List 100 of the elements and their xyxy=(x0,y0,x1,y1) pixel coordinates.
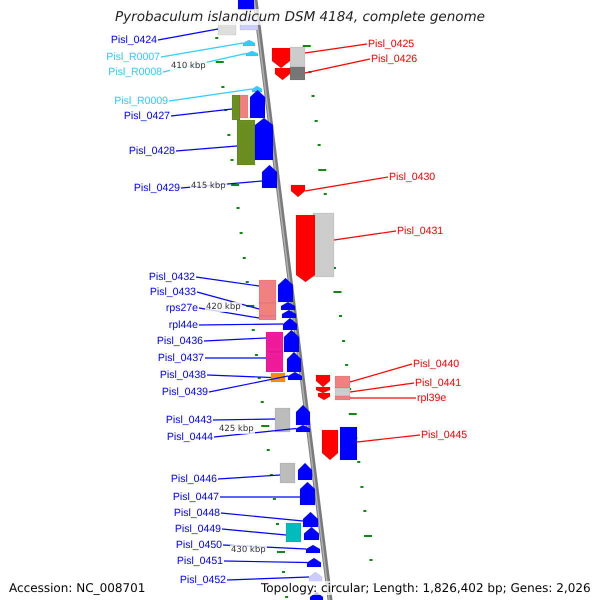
gene-symbol xyxy=(334,388,350,396)
gene-symbol xyxy=(286,522,302,542)
gene-label: Pisl_0437 xyxy=(158,352,204,364)
scale-label: 410 kbp xyxy=(170,61,207,71)
gene-symbol xyxy=(266,332,284,352)
gene-label: rps27e xyxy=(166,302,198,314)
gene-symbol xyxy=(300,482,316,506)
gene-label: Pisl_R0007 xyxy=(106,51,160,63)
gene-symbol xyxy=(258,302,276,316)
leader-line xyxy=(206,374,272,378)
gene-symbol xyxy=(316,386,330,394)
gene-symbol xyxy=(318,392,330,400)
gene-symbol xyxy=(246,50,258,56)
gene-symbol xyxy=(236,120,256,166)
leader-line xyxy=(350,397,416,399)
leader-line xyxy=(350,382,414,393)
leader-line xyxy=(356,434,420,443)
leader-line xyxy=(199,323,283,326)
gene-symbol xyxy=(316,374,330,388)
gene-symbol xyxy=(254,118,274,160)
leader-line xyxy=(304,176,388,192)
gene-label: Pisl_0425 xyxy=(368,38,414,50)
gene-symbol xyxy=(290,46,306,68)
gene-symbol xyxy=(298,462,312,480)
gene-label: Pisl_0447 xyxy=(172,491,219,503)
gene-label: Pisl_0448 xyxy=(174,507,220,519)
gene-label: Pisl_0428 xyxy=(128,145,175,157)
gene-symbol xyxy=(266,352,284,372)
leader-line xyxy=(304,43,368,54)
gene-symbol xyxy=(280,462,296,484)
leader-line xyxy=(222,528,286,536)
gene-symbol xyxy=(262,164,278,188)
gene-symbol xyxy=(282,318,298,330)
gene-label: Pisl_0451 xyxy=(176,555,223,567)
genome-info: Accession: NC_008701 xyxy=(9,581,146,595)
gene-symbol xyxy=(306,558,322,568)
gene-symbol xyxy=(290,184,306,198)
gene-symbol xyxy=(304,526,320,540)
gene-symbol xyxy=(322,430,338,460)
gene-label: Pisl_R0008 xyxy=(108,66,162,78)
gene-label: Pisl_0427 xyxy=(124,110,170,122)
leader-line xyxy=(196,291,260,310)
gene-label: Pisl_R0009 xyxy=(114,95,168,107)
gene-label: Pisl_0449 xyxy=(174,523,221,535)
genome-info: Topology: circular; Length: 1,826,402 bp; Genes: 2,026 xyxy=(261,581,591,595)
leader-line xyxy=(224,560,308,564)
gene-symbol xyxy=(274,68,290,80)
gene-label: Pisl_0436 xyxy=(156,335,203,347)
gene-label: rpl39e xyxy=(417,392,446,404)
gene-symbol xyxy=(306,544,320,554)
gene-label: Pisl_0429 xyxy=(134,182,180,194)
gene-label: Pisl_0431 xyxy=(397,225,444,237)
leader-line xyxy=(160,42,244,58)
gene-label: Pisl_0432 xyxy=(148,271,195,283)
gene-label: Pisl_0443 xyxy=(166,414,212,426)
gene-symbol xyxy=(232,94,240,120)
gene-label: Pisl_0452 xyxy=(180,574,226,586)
gene-symbol xyxy=(296,214,316,282)
leader-line xyxy=(168,88,252,102)
gene-symbol xyxy=(290,66,306,80)
leader-line xyxy=(214,428,296,438)
leader-line xyxy=(212,418,276,421)
gene-label: Pisl_0439 xyxy=(162,386,208,398)
gene-label: Pisl_0433 xyxy=(150,286,196,298)
gene-symbol xyxy=(282,310,296,318)
scale-label: 425 kbp xyxy=(218,424,255,434)
leader-line xyxy=(205,357,266,359)
gene-symbol xyxy=(250,90,266,118)
gene-label: Pisl_0446 xyxy=(170,473,217,485)
gene-label: Pisl_0424 xyxy=(110,34,157,46)
gene-symbol xyxy=(334,396,350,400)
gene-symbol xyxy=(274,408,290,432)
title: Pyrobaculum islandicum DSM 4184, complete genome xyxy=(113,9,487,25)
leader-line xyxy=(226,576,310,581)
gene-label: Pisl_0450 xyxy=(176,539,222,551)
gene-symbol xyxy=(302,512,318,528)
gene-label: Pisl_0445 xyxy=(421,429,468,441)
scale-label: 420 kbp xyxy=(205,302,242,312)
gene-symbol xyxy=(272,48,290,68)
gene-symbol xyxy=(258,316,276,320)
gene-symbol xyxy=(334,376,350,388)
leader-line xyxy=(350,363,412,383)
leader-line xyxy=(204,337,266,342)
leader-line xyxy=(304,58,370,74)
gene-symbol xyxy=(258,280,276,304)
leader-line xyxy=(208,375,288,393)
leader-line xyxy=(158,28,218,41)
gene-symbol xyxy=(284,330,300,352)
gene-symbol xyxy=(242,40,256,46)
leader-line xyxy=(196,276,260,287)
gene-symbol xyxy=(240,94,248,118)
gene-label: Pisl_0444 xyxy=(166,431,213,443)
gene-label: Pisl_0430 xyxy=(389,171,436,183)
gene-label: Pisl_0426 xyxy=(371,53,418,65)
leader-line xyxy=(176,145,238,152)
leader-line xyxy=(170,108,232,117)
leader-line xyxy=(334,230,396,241)
leader-line xyxy=(218,474,280,480)
gene-label: Pisl_0440 xyxy=(413,358,460,370)
gene-label: Pisl_0438 xyxy=(160,369,206,381)
